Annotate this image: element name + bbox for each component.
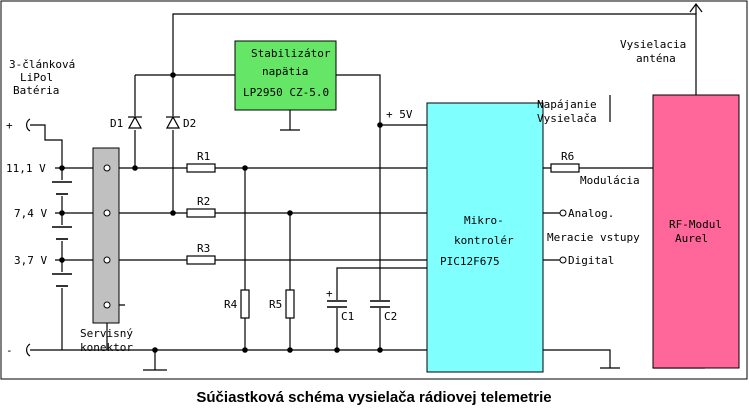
resistor-r5-label: R5	[269, 298, 282, 311]
resistor-r6-label: R6	[561, 150, 574, 163]
service-connector	[92, 147, 120, 324]
battery-label-line3: Batéria	[13, 84, 59, 97]
voltage-3-7: 3,7 V	[14, 254, 47, 267]
resistor-r3-label: R3	[197, 242, 210, 255]
analog-input-label: Analog.	[568, 207, 614, 220]
resistor-symbols	[186, 163, 580, 319]
microcontroller-block	[426, 102, 544, 373]
modulation-label: Modulácia	[580, 174, 640, 187]
regulator-line1: Stabilizátor	[251, 47, 331, 60]
voltage-11-1: 11,1 V	[6, 162, 46, 175]
connector-label-line2: konektor	[80, 341, 133, 354]
tx-power-line2: Vysielača	[537, 112, 597, 125]
diagram-frame	[0, 0, 748, 380]
voltage-regulator-block	[234, 40, 337, 111]
resistor-r2-label: R2	[197, 195, 210, 208]
connector-label-line1: Servisný	[80, 327, 133, 340]
capacitor-c2-label: C2	[384, 310, 397, 323]
connector-pins	[103, 164, 111, 309]
regulator-line2: napätia	[262, 65, 308, 78]
input-terminals	[559, 209, 567, 264]
diagram-title: Súčiastková schéma vysielača rádiovej te…	[196, 389, 551, 406]
antenna-label-line1: Vysielacia	[620, 38, 686, 51]
minus-terminal-label: -	[6, 344, 13, 357]
tx-power-line1: Napájanie	[537, 98, 597, 111]
measuring-inputs-caption: Meracie vstupy	[547, 231, 640, 244]
diode-d2-label: D2	[183, 117, 196, 130]
mcu-label-line3: PIC12F675	[440, 255, 500, 268]
capacitor-symbols	[327, 300, 390, 308]
battery-label-line2: LiPol	[20, 71, 53, 84]
resistor-r4-label: R4	[224, 298, 238, 311]
diode-d1-label: D1	[110, 117, 123, 130]
rf-module-line2: Aurel	[675, 232, 708, 245]
rf-module-line1: RF-Modul	[669, 218, 722, 231]
battery-cells	[52, 181, 72, 287]
antenna-label-line2: anténa	[636, 52, 676, 65]
wires	[30, 3, 705, 371]
digital-input-label: Digital	[568, 254, 614, 267]
plus-terminal-label: +	[6, 119, 13, 132]
regulator-line3: LP2950 CZ-5.0	[243, 86, 329, 99]
supply-5v-label: + 5V	[386, 108, 413, 121]
battery-label-line1: 3-článková	[9, 58, 75, 71]
rf-module-block	[652, 94, 740, 369]
resistor-r1-label: R1	[197, 150, 210, 163]
junction-dots	[59, 72, 383, 353]
capacitor-c1-polarity: +	[326, 287, 333, 300]
voltage-7-4: 7,4 V	[14, 207, 47, 220]
capacitor-c1-label: C1	[341, 310, 354, 323]
battery-terminals	[26, 118, 31, 357]
diode-symbols	[127, 115, 181, 129]
mcu-label-line2: kontrolér	[454, 234, 514, 247]
mcu-label-line1: Mikro-	[464, 214, 504, 227]
